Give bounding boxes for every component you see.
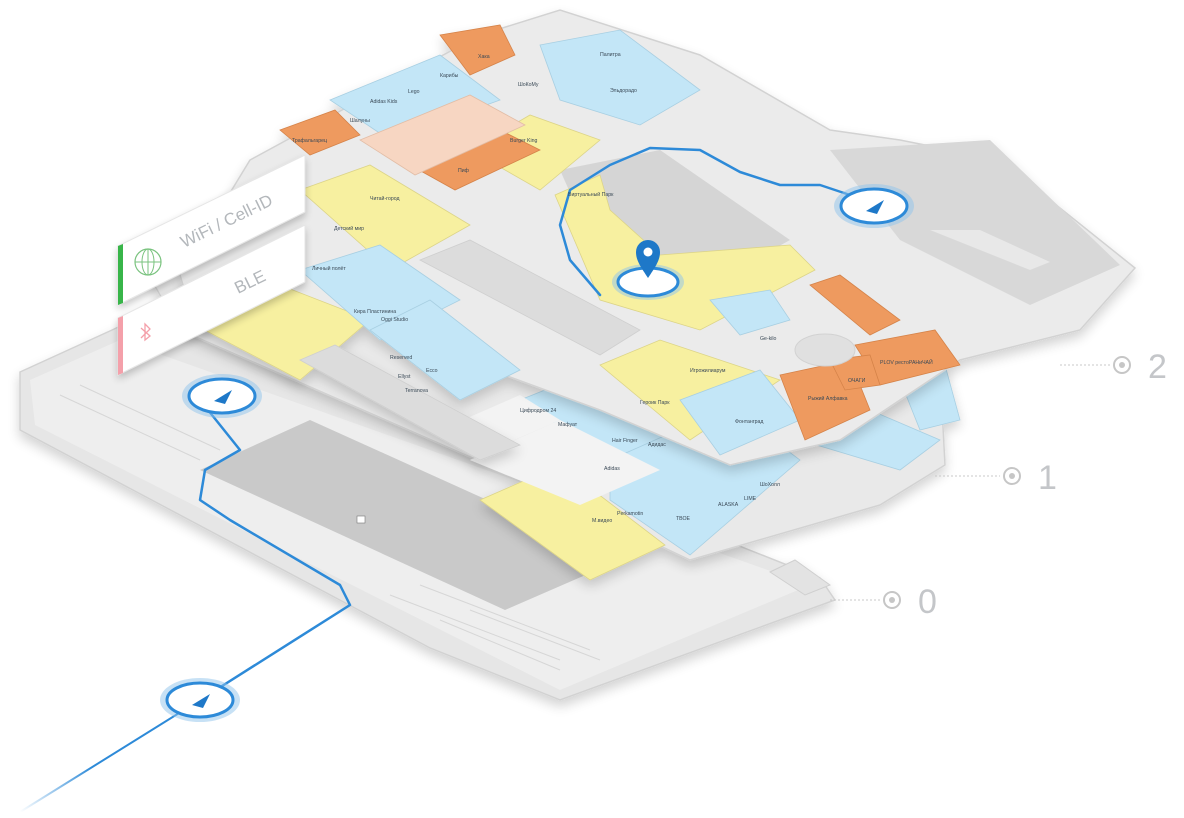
store-label: Ellyst xyxy=(398,374,411,380)
store-label: Adidas Kids xyxy=(370,99,398,105)
store-label: ШоКоМу xyxy=(518,82,539,88)
store-label: Adidas xyxy=(604,466,620,472)
store-label: Детский мир xyxy=(334,225,364,232)
store-label: Эльдорадо xyxy=(610,88,637,94)
store-label: ALASKA xyxy=(718,502,739,508)
store-label: М.видео xyxy=(592,518,612,524)
store-label: Reserved xyxy=(390,355,412,361)
navigation-arrow-icon xyxy=(214,390,232,404)
store-label: Личный полёт xyxy=(312,265,346,272)
bluetooth-icon xyxy=(140,322,152,342)
wifi-globe-icon xyxy=(134,248,162,276)
location-pin-icon xyxy=(636,240,660,278)
nav-marker-entrance[interactable] xyxy=(160,678,240,722)
level-indicator-2[interactable]: 2 xyxy=(1060,348,1167,386)
food-court-zone[interactable] xyxy=(439,24,516,76)
legend-ble-panel[interactable]: BLE xyxy=(117,224,306,376)
store-label: Палитра xyxy=(600,52,621,58)
store-label: Фонтанград xyxy=(735,419,763,425)
level-number: 0 xyxy=(918,583,937,621)
nav-marker-level2[interactable] xyxy=(834,184,914,228)
store-label: Карибы xyxy=(440,73,459,79)
store-label: Пиф xyxy=(458,168,470,174)
store-label: Хака xyxy=(478,54,490,60)
store-label: Адидас xyxy=(648,442,666,448)
level-number: 1 xyxy=(1038,459,1057,497)
destination-pin[interactable] xyxy=(612,240,684,300)
store-label: Рыжий Алфавка xyxy=(808,395,848,402)
store-labels-level-1: Цифродром 24 Мафуат Hair Finger Адидас A… xyxy=(520,408,780,524)
store-label: Героик Парк xyxy=(640,400,670,406)
level-indicator-1[interactable]: 1 xyxy=(935,459,1057,497)
store-label: Lego xyxy=(408,89,420,95)
nav-marker-level0[interactable] xyxy=(182,374,262,418)
store-label: Читай-город xyxy=(370,195,400,202)
navigation-arrow-icon xyxy=(192,694,210,708)
store-label: Трафальгарец xyxy=(292,138,327,144)
store-label: Кира Пластинина xyxy=(354,309,396,315)
store-label: Цифродром 24 xyxy=(520,408,556,414)
store-label: LIME xyxy=(744,496,757,502)
navigation-arrow-icon xyxy=(866,200,884,214)
store-label: ОЧАГИ xyxy=(848,378,866,384)
store-label: Шалуны xyxy=(350,118,370,124)
store-label: Мафуат xyxy=(558,422,578,428)
store-label: Burger King xyxy=(510,138,538,144)
store-label: Oggi Studio xyxy=(381,317,408,323)
store-label: PLOV рестоРАНиЧАЙ xyxy=(880,358,933,366)
store-labels-level-2: Хака Палитра Карибы Lego ШоКоМу Adidas K… xyxy=(292,52,933,425)
store-label: Terranova xyxy=(405,388,428,394)
parking-lot xyxy=(200,420,620,610)
store-label: Hair Finger xyxy=(612,438,638,444)
store-label: ШоХолл xyxy=(760,482,780,488)
level-number: 2 xyxy=(1148,348,1167,386)
store-label: Игрожилиарум xyxy=(690,368,726,374)
store-label: Ge-kilo xyxy=(760,336,777,342)
level-2-floor xyxy=(179,9,1137,466)
parking-area xyxy=(59,384,601,671)
store-label: Ecco xyxy=(426,368,438,374)
level-indicator-0[interactable]: 0 xyxy=(830,583,937,621)
store-label: Виртуальный Парк xyxy=(568,191,614,198)
store-label: ТВОЕ xyxy=(676,516,690,522)
store-label: Perkamotin xyxy=(617,511,643,517)
